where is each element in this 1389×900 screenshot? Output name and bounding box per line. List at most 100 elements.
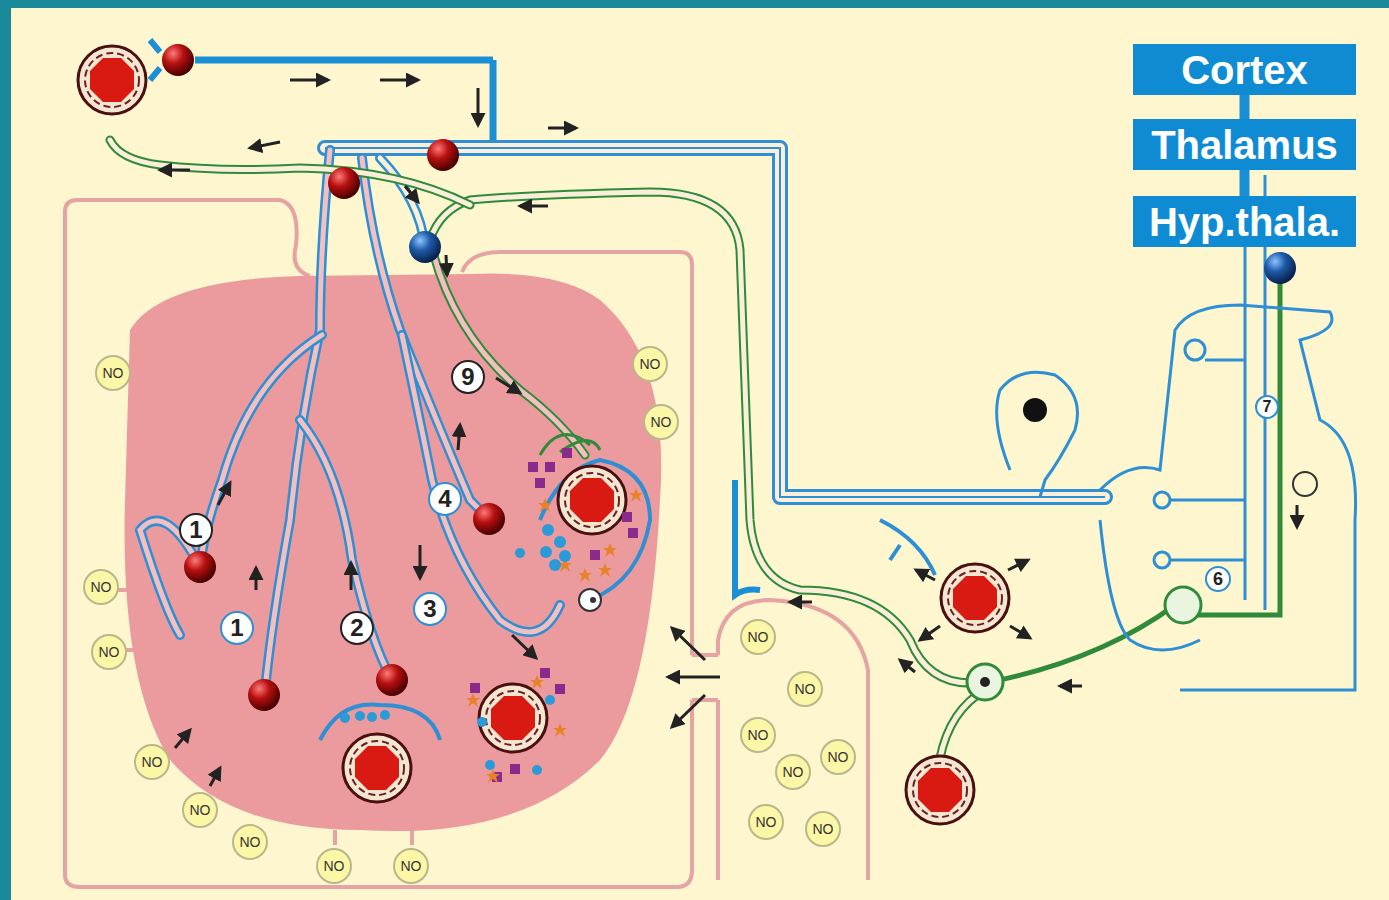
callout-number: 3 [413, 592, 447, 626]
granules [367, 712, 377, 722]
granules [542, 524, 554, 536]
node-text: NO [91, 580, 112, 594]
flow-arrows [419, 545, 422, 578]
molecule-balls [162, 44, 194, 76]
nitric-oxide-circle: NO [805, 811, 841, 847]
blood-vessels [300, 420, 392, 680]
flow-arrows [520, 205, 548, 208]
callout-number: 9 [451, 360, 485, 394]
node-text: NO [324, 859, 345, 873]
flow-arrows [210, 768, 220, 786]
brain-outline [1100, 305, 1356, 690]
molecule-balls [248, 679, 280, 711]
flow-arrows [672, 628, 705, 660]
callout-number: 1 [220, 611, 254, 645]
nerve-fibres [430, 240, 585, 455]
nerve-fibres [980, 677, 990, 687]
nerve-fibres [110, 140, 470, 205]
granules [554, 536, 566, 548]
node-text: NO [401, 859, 422, 873]
brain-outline [997, 372, 1078, 497]
flow-arrows [218, 483, 230, 505]
flow-arrows [900, 660, 915, 672]
granules [579, 589, 601, 611]
nitric-oxide-circle: NO [643, 404, 679, 440]
brain-region-box: Thalamus [1133, 119, 1356, 170]
brain-region-box: Cortex [1133, 44, 1356, 95]
nerve-fibres [430, 240, 585, 455]
granules [340, 713, 350, 723]
tissue-outline [65, 200, 868, 887]
nitric-oxide-circle: NO [95, 355, 131, 391]
callout-text: 2 [350, 616, 363, 640]
molecule-balls [409, 231, 441, 263]
granules [380, 710, 390, 720]
molecule-balls [328, 167, 360, 199]
granules [555, 684, 565, 694]
node-text: NO [828, 750, 849, 764]
flow-arrows [1060, 685, 1082, 688]
flow-arrows [790, 601, 812, 604]
granules [603, 543, 617, 557]
node-text: NO [99, 645, 120, 659]
nitric-oxide-circle: NO [134, 744, 170, 780]
blood-vessels [200, 335, 322, 567]
blood-vessels [490, 60, 497, 150]
granules [535, 478, 545, 488]
granules [515, 548, 525, 558]
molecule-balls [473, 503, 505, 535]
granules [528, 462, 538, 472]
nitric-oxide-circle: NO [83, 569, 119, 605]
granules [530, 675, 544, 689]
granules [466, 693, 480, 707]
node-text: NO [640, 357, 661, 371]
tissue-outline [718, 600, 868, 880]
callout-number: 7 [1255, 395, 1279, 419]
granules [532, 765, 542, 775]
granules [340, 448, 643, 783]
node-text: NO [240, 835, 261, 849]
blood-vessels [300, 420, 392, 680]
flow-arrows [548, 127, 576, 130]
nerve-fibres [1195, 270, 1280, 615]
granules [486, 769, 500, 783]
nerve-fibres [990, 605, 1175, 682]
granules [477, 717, 487, 727]
granules [549, 559, 561, 571]
nitric-oxide-circle: NO [775, 754, 811, 790]
nerve-fibres [110, 140, 470, 205]
node-text: Hyp.thala. [1149, 200, 1340, 244]
node-text: NO [795, 682, 816, 696]
nitric-oxide-circle: NO [632, 346, 668, 382]
nitric-oxide-circle: NO [232, 824, 268, 860]
node-text: Thalamus [1151, 123, 1338, 167]
granules [590, 550, 600, 560]
flow-arrows [512, 635, 536, 658]
connector-bar [1240, 170, 1250, 196]
flow-arrows [668, 676, 720, 679]
node-text: NO [142, 755, 163, 769]
brain-outline [1185, 340, 1205, 360]
node-text: NO [783, 765, 804, 779]
blood-vessels [402, 335, 560, 632]
granules [629, 488, 643, 502]
frame [11, 8, 1389, 900]
flow-arrows [496, 378, 520, 393]
granules [628, 528, 638, 538]
nerve-fibres [430, 192, 985, 683]
tissue-outline [65, 200, 692, 887]
node-text: NO [651, 415, 672, 429]
callout-number: 2 [340, 611, 374, 645]
callout-number: 4 [428, 482, 462, 516]
brain-outline [1154, 552, 1170, 568]
blood-vessels [140, 40, 1105, 740]
flow-arrows [916, 570, 935, 580]
granules [622, 512, 632, 522]
granules [510, 764, 520, 774]
node-text: NO [748, 630, 769, 644]
granules [545, 695, 555, 705]
molecule-balls [376, 664, 408, 696]
